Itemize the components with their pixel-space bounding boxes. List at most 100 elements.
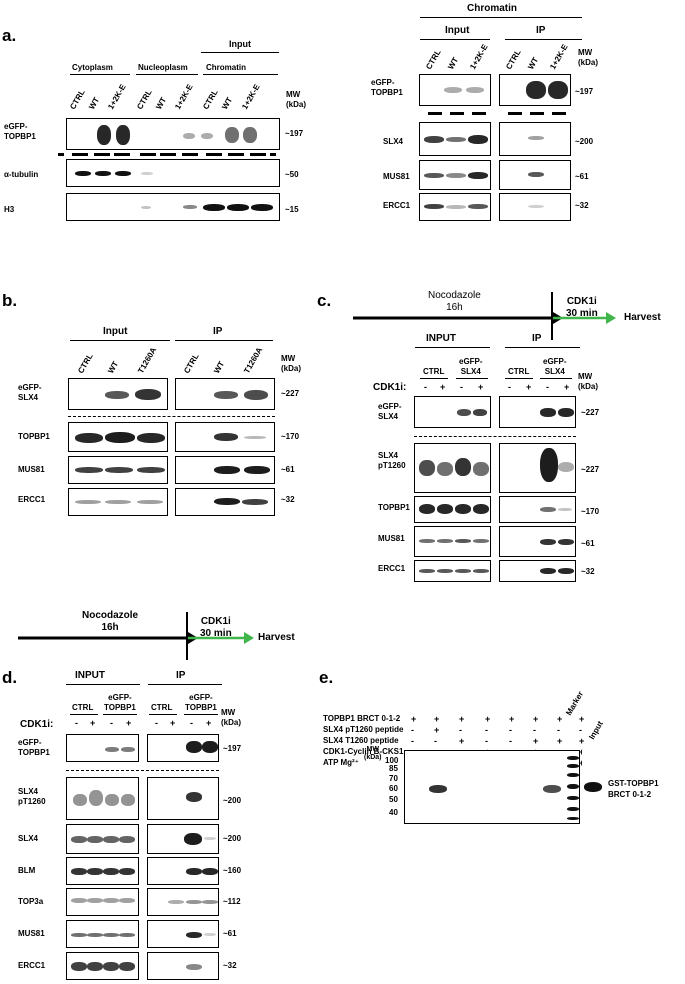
blot-topbp1 bbox=[68, 422, 168, 452]
condition-sign: + bbox=[557, 736, 563, 746]
condition-sign: + bbox=[579, 736, 585, 746]
blot-label: eGFP- TOPBP1 bbox=[4, 122, 36, 141]
group-nucleoplasm: Nucleoplasm bbox=[138, 63, 188, 72]
treatment-sign: + bbox=[440, 382, 446, 392]
treatment-sign: + bbox=[564, 382, 570, 392]
blot-egfp-topbp1-ip bbox=[147, 734, 219, 762]
blot-label: SLX4 pT1260 bbox=[18, 787, 46, 806]
condition-sign: - bbox=[485, 725, 488, 735]
condition-construct: eGFP- TOPBP1 bbox=[104, 693, 136, 712]
blot-blm-ip bbox=[147, 857, 219, 885]
blot-alpha-tubulin bbox=[66, 159, 280, 187]
blot-label: eGFP- SLX4 bbox=[378, 402, 402, 421]
timeline-drug: Nocodazole 16h bbox=[428, 290, 481, 313]
mw-value: ~160 bbox=[223, 866, 242, 875]
condition-sign: - bbox=[459, 725, 462, 735]
blot-egfp-topbp1 bbox=[419, 74, 491, 106]
condition-sign: + bbox=[579, 747, 584, 757]
blot-egfp-slx4 bbox=[414, 396, 491, 428]
blot-ercc1 bbox=[419, 193, 491, 221]
group-ip-header: IP bbox=[536, 25, 546, 36]
condition-row-label: CDK1-Cyclin B-CKS1 bbox=[323, 747, 404, 756]
blot-slx4-pt1260-ip bbox=[499, 443, 576, 493]
blot-top3a bbox=[66, 888, 139, 916]
mw-value: ~227 bbox=[581, 465, 600, 474]
condition-row-label: TOPBP1 BRCT 0-1-2 bbox=[323, 714, 401, 723]
condition-row-label: SLX4 pT1260 peptide bbox=[323, 725, 404, 734]
condition-sign: - bbox=[509, 725, 512, 735]
mw-value: ~197 bbox=[223, 744, 242, 753]
condition-sign: + bbox=[579, 758, 584, 768]
condition-sign: + bbox=[434, 725, 440, 735]
treatment-sign: - bbox=[508, 382, 511, 392]
blot-label: ERCC1 bbox=[383, 201, 411, 210]
blot-ercc1-ip bbox=[499, 560, 576, 582]
condition-sign: - bbox=[434, 736, 437, 746]
condition-sign: + bbox=[459, 736, 465, 746]
timeline-drug: Nocodazole 16h bbox=[82, 610, 139, 633]
group-ip-header: IP bbox=[176, 670, 186, 681]
blot-egfp-topbp1 bbox=[66, 734, 139, 762]
blot-slx4-pt1260-ip bbox=[147, 777, 219, 820]
mw-tick: 85 bbox=[389, 764, 398, 773]
condition-sign: - bbox=[485, 736, 488, 746]
group-input-header: Input bbox=[445, 25, 470, 36]
mw-value: ~227 bbox=[281, 389, 300, 398]
treatment-sign: - bbox=[75, 718, 78, 728]
panel-label-b: b. bbox=[2, 291, 18, 310]
mw-value: ~200 bbox=[223, 796, 242, 805]
blot-label: H3 bbox=[4, 205, 15, 214]
treatment-label: CDK1i: bbox=[20, 719, 54, 730]
timeline-end: Harvest bbox=[258, 632, 295, 643]
blot-label: TOPBP1 bbox=[378, 503, 410, 512]
condition-sign: + bbox=[533, 736, 539, 746]
blot-topbp1-ip bbox=[175, 422, 275, 452]
blot-h3 bbox=[66, 193, 280, 221]
mw-value: ~197 bbox=[575, 87, 594, 96]
treatment-label: CDK1i: bbox=[373, 382, 407, 393]
blot-slx4-ip bbox=[499, 122, 571, 156]
timeline-end: Harvest bbox=[624, 312, 661, 323]
gel-coomassie bbox=[404, 750, 580, 824]
blot-ercc1 bbox=[66, 952, 139, 980]
panel-label-a: a. bbox=[2, 26, 17, 45]
blot-mus81 bbox=[419, 160, 491, 190]
mw-value: ~227 bbox=[581, 408, 600, 417]
group-input-header: Input bbox=[103, 326, 128, 337]
mw-value: ~50 bbox=[285, 170, 299, 179]
mw-value: ~61 bbox=[575, 172, 589, 181]
condition-ctrl: CTRL bbox=[423, 367, 445, 376]
blot-label: TOP3a bbox=[18, 897, 44, 906]
gel-input bbox=[582, 750, 604, 824]
blot-label: SLX4 bbox=[18, 834, 39, 843]
blot-label: α-tubulin bbox=[4, 170, 39, 179]
condition-sign: - bbox=[411, 736, 414, 746]
blot-top3a-ip bbox=[147, 888, 219, 916]
blot-ercc1 bbox=[414, 560, 491, 582]
mw-value: ~170 bbox=[581, 507, 600, 516]
mw-header: MW (kDa) bbox=[578, 48, 599, 67]
group-cytoplasm: Cytoplasm bbox=[72, 63, 113, 72]
blot-egfp-slx4-ip bbox=[175, 378, 275, 410]
group-ip-header: IP bbox=[213, 326, 223, 337]
blot-slx4-ip bbox=[147, 824, 219, 854]
mw-value: ~32 bbox=[581, 567, 595, 576]
condition-ctrl: CTRL bbox=[151, 703, 173, 712]
blot-label: eGFP- SLX4 bbox=[18, 383, 42, 402]
condition-sign: + bbox=[434, 714, 440, 724]
mw-value: ~32 bbox=[281, 495, 295, 504]
condition-sign: + bbox=[459, 714, 465, 724]
mw-value: ~61 bbox=[581, 539, 595, 548]
panel-label-d: d. bbox=[2, 668, 18, 687]
mw-tick: 70 bbox=[389, 774, 398, 783]
blot-label: MUS81 bbox=[18, 929, 45, 938]
mw-value: ~61 bbox=[223, 929, 237, 938]
group-chromatin: Chromatin bbox=[206, 63, 246, 72]
blot-label: TOPBP1 bbox=[18, 432, 50, 441]
panel-label-e: e. bbox=[319, 668, 334, 687]
treatment-sign: - bbox=[460, 382, 463, 392]
group-input-header: Input bbox=[229, 39, 251, 49]
condition-construct: eGFP- SLX4 bbox=[459, 357, 483, 376]
group-ip-header: IP bbox=[532, 333, 542, 344]
